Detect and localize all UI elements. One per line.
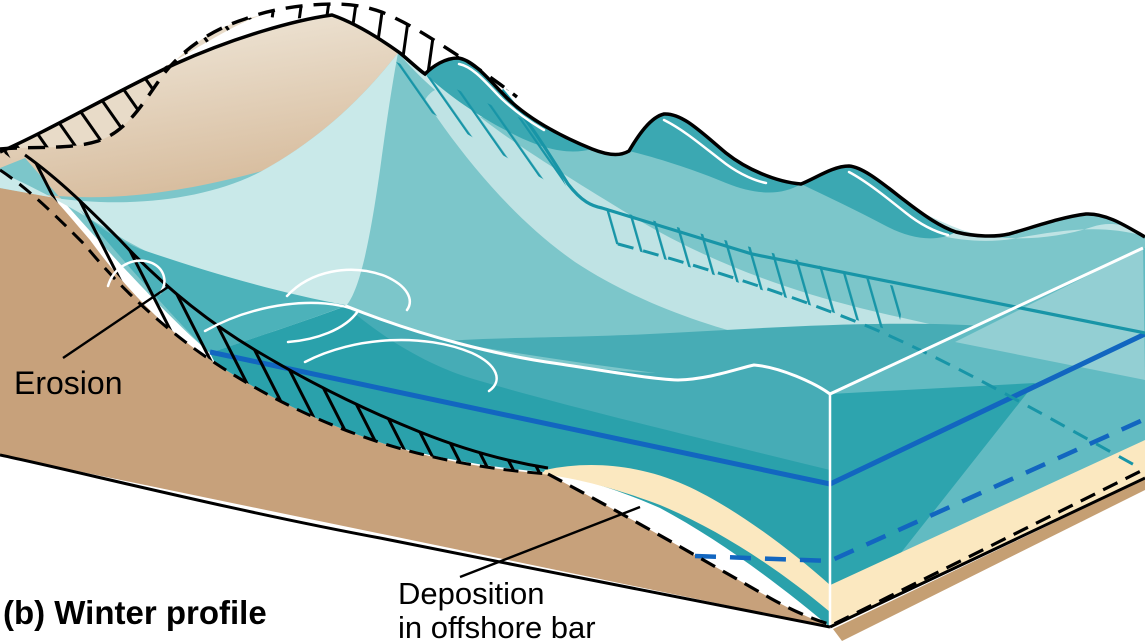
water-right-top-edge xyxy=(829,246,1144,396)
bottom-edge-sliver xyxy=(833,479,1145,641)
erosion-hatch-bands xyxy=(0,2,1145,627)
beach-top-surface xyxy=(0,15,400,203)
erosion-leader-line xyxy=(62,286,169,359)
swash-pale-water xyxy=(0,53,398,307)
wave3-foam-line xyxy=(847,170,950,237)
summer-profile-dashed-dune xyxy=(0,2,519,151)
deposition-leader-line xyxy=(459,505,641,579)
wave1-foam-line xyxy=(457,62,546,132)
wave2-foam-line xyxy=(662,118,768,185)
front-band-upper-edge xyxy=(24,153,549,470)
seafloor-sand-layer xyxy=(542,440,1145,641)
figure-caption: (b) Winter profile xyxy=(3,594,267,631)
front-face-foam-arc2 xyxy=(303,338,498,393)
land-front-face xyxy=(0,150,832,627)
swash-foam-curl xyxy=(106,259,166,295)
front-face-hatch-band xyxy=(0,149,548,473)
block-edges xyxy=(0,13,1145,629)
underwater-erosion-hatch xyxy=(392,60,905,333)
berm-hatch-band xyxy=(262,4,517,97)
summer-profile-dashed-bottom xyxy=(547,467,1145,627)
annotations: Erosion Deposition in offshore bar (b) W… xyxy=(3,286,641,643)
teal-hatch-band-offshore xyxy=(592,204,905,333)
foam-lines xyxy=(106,62,950,393)
erosion-label: Erosion xyxy=(14,365,123,401)
summer-profile-dashed-front xyxy=(0,168,549,476)
front-edge-dark-strip xyxy=(445,323,985,393)
offshore-bar xyxy=(542,465,830,612)
deposition-label-line2: in offshore bar xyxy=(398,610,596,643)
land-block xyxy=(0,15,832,627)
breaker-foam-arc xyxy=(285,268,411,312)
wave-base-dashed-line xyxy=(694,416,1145,564)
water-front-top-edge xyxy=(345,304,831,396)
bottom-right-edge xyxy=(829,476,1145,629)
bottom-left-edge xyxy=(0,453,831,629)
terrain-silhouette xyxy=(0,13,1145,239)
teal-hatch-band-nearshore xyxy=(392,60,570,195)
deposition-label-line1: Deposition xyxy=(398,576,544,611)
bottom-sand-strip xyxy=(826,440,1145,628)
nearshore-dark-water xyxy=(80,210,345,353)
